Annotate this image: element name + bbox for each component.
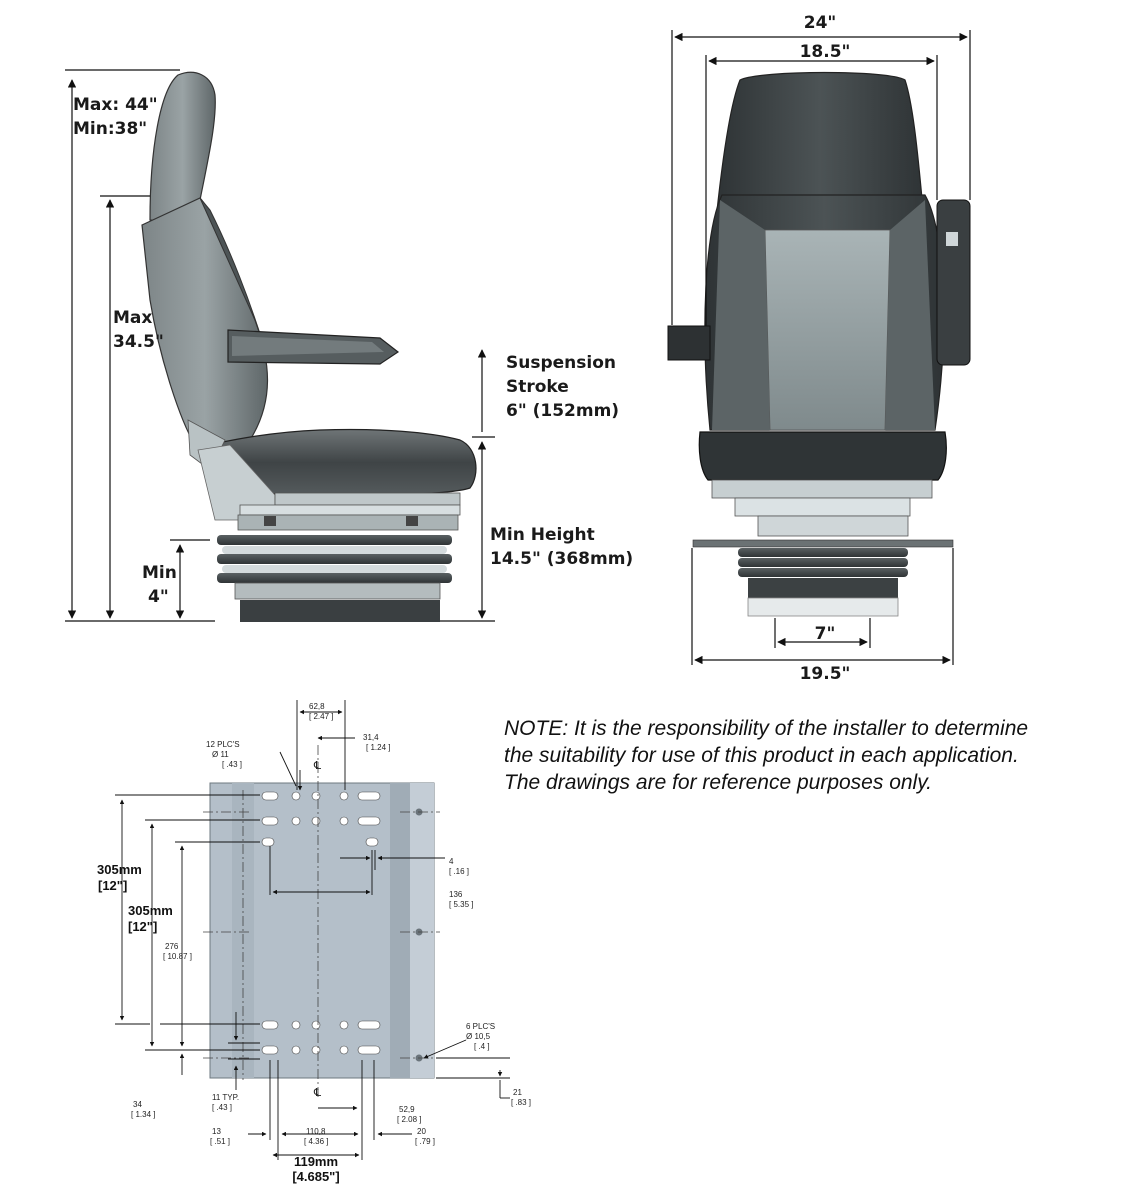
plc6-diameter: Ø 10,5 xyxy=(466,1032,491,1041)
dim-1-34: [ 1.34 ] xyxy=(131,1110,156,1119)
dim-34: 34 xyxy=(133,1100,142,1109)
side-suspension-bellows xyxy=(217,535,452,622)
front-right-armrest xyxy=(936,199,971,366)
front-left-armrest xyxy=(667,325,711,361)
side-slide-frame xyxy=(197,444,461,531)
dim-11-typ: 11 TYP. xyxy=(212,1093,240,1102)
mount-plate-centerlines xyxy=(203,745,440,1100)
overall-height-min-label: Min:38" xyxy=(73,119,148,139)
dim-31-4: 31,4 xyxy=(363,733,379,742)
left-305-a-in: [12"] xyxy=(98,878,128,893)
dim-276: 276 xyxy=(165,942,179,951)
dim-16: [ .16 ] xyxy=(449,867,470,876)
dim-110-8: 110,8 xyxy=(306,1127,326,1136)
dim-5-35: [ 5.35 ] xyxy=(449,900,474,909)
note-line-1: NOTE: It is the responsibility of the in… xyxy=(504,717,1029,740)
dim-51: [ .51 ] xyxy=(210,1137,231,1146)
left-305-b-in: [12"] xyxy=(128,919,158,934)
base-width-label: 7" xyxy=(814,624,836,644)
left-305-b-mm: 305mm xyxy=(128,903,173,918)
dim-52-9: 52,9 xyxy=(399,1105,415,1114)
plc6-label: 6 PLC'S xyxy=(466,1022,496,1031)
suspension-stroke-line1: Suspension xyxy=(506,353,616,373)
dim-62-8: 62,8 xyxy=(309,702,325,711)
dim-2-47: [ 2.47 ] xyxy=(309,712,334,721)
dim-13: 13 xyxy=(212,1127,221,1136)
dim-43: [ .43 ] xyxy=(212,1103,233,1112)
dim-83: [ .83 ] xyxy=(511,1098,532,1107)
front-seat-cushion xyxy=(698,431,947,481)
outer-width-label: 24" xyxy=(803,13,837,33)
mount-plate-dimension-lines xyxy=(115,700,510,1160)
dim-21: 21 xyxy=(513,1088,522,1097)
back-height-value: 34.5" xyxy=(113,332,164,352)
side-seat-cushion xyxy=(187,419,477,497)
dim-136: 136 xyxy=(449,890,463,899)
min-height-value: 14.5" (368mm) xyxy=(490,549,634,569)
note-line-3: The drawings are for reference purposes … xyxy=(504,771,932,794)
side-armrest xyxy=(227,329,400,365)
min-label: Min xyxy=(142,563,177,583)
mount-plate-body xyxy=(209,782,435,1079)
centerline-symbol-bottom: ℄ xyxy=(314,1087,322,1099)
dim-20: 20 xyxy=(417,1127,426,1136)
plc12-diameter: Ø 11 xyxy=(212,750,229,759)
min-value: 4" xyxy=(148,587,169,607)
bottom-4-685-in: [4.685"] xyxy=(292,1169,340,1184)
bottom-width-label: 19.5" xyxy=(799,664,851,684)
dim-10-87: [ 10.87 ] xyxy=(163,952,192,961)
bottom-119mm: 119mm xyxy=(293,1154,339,1169)
plc6-diameter-inch: [ .4 ] xyxy=(474,1042,490,1051)
dim-4: 4 xyxy=(449,857,454,866)
left-305-a-mm: 305mm xyxy=(97,862,142,877)
plc12-diameter-inch: [ .43 ] xyxy=(222,760,243,769)
note-line-2: the suitability for use of this product … xyxy=(504,744,1019,767)
dim-1-24: [ 1.24 ] xyxy=(366,743,391,752)
dim-2-08: [ 2.08 ] xyxy=(397,1115,422,1124)
side-dimension-lines xyxy=(65,69,495,622)
back-height-label: Max xyxy=(113,308,153,328)
front-dimension-lines xyxy=(671,30,971,665)
centerline-symbol-top: ℄ xyxy=(314,760,322,772)
dim-79: [ .79 ] xyxy=(415,1137,436,1146)
front-base-assembly xyxy=(692,479,954,617)
mount-plate-holes xyxy=(261,791,381,1055)
dim-4-36: [ 4.36 ] xyxy=(304,1137,329,1146)
inner-width-label: 18.5" xyxy=(799,42,851,62)
suspension-stroke-value: 6" (152mm) xyxy=(506,401,620,421)
front-backrest xyxy=(704,71,945,431)
suspension-stroke-line2: Stroke xyxy=(506,377,569,397)
min-height-label: Min Height xyxy=(490,525,595,545)
side-backrest xyxy=(141,71,269,446)
plc12-label: 12 PLC'S xyxy=(206,740,240,749)
overall-height-max-label: Max: 44" xyxy=(73,95,158,115)
